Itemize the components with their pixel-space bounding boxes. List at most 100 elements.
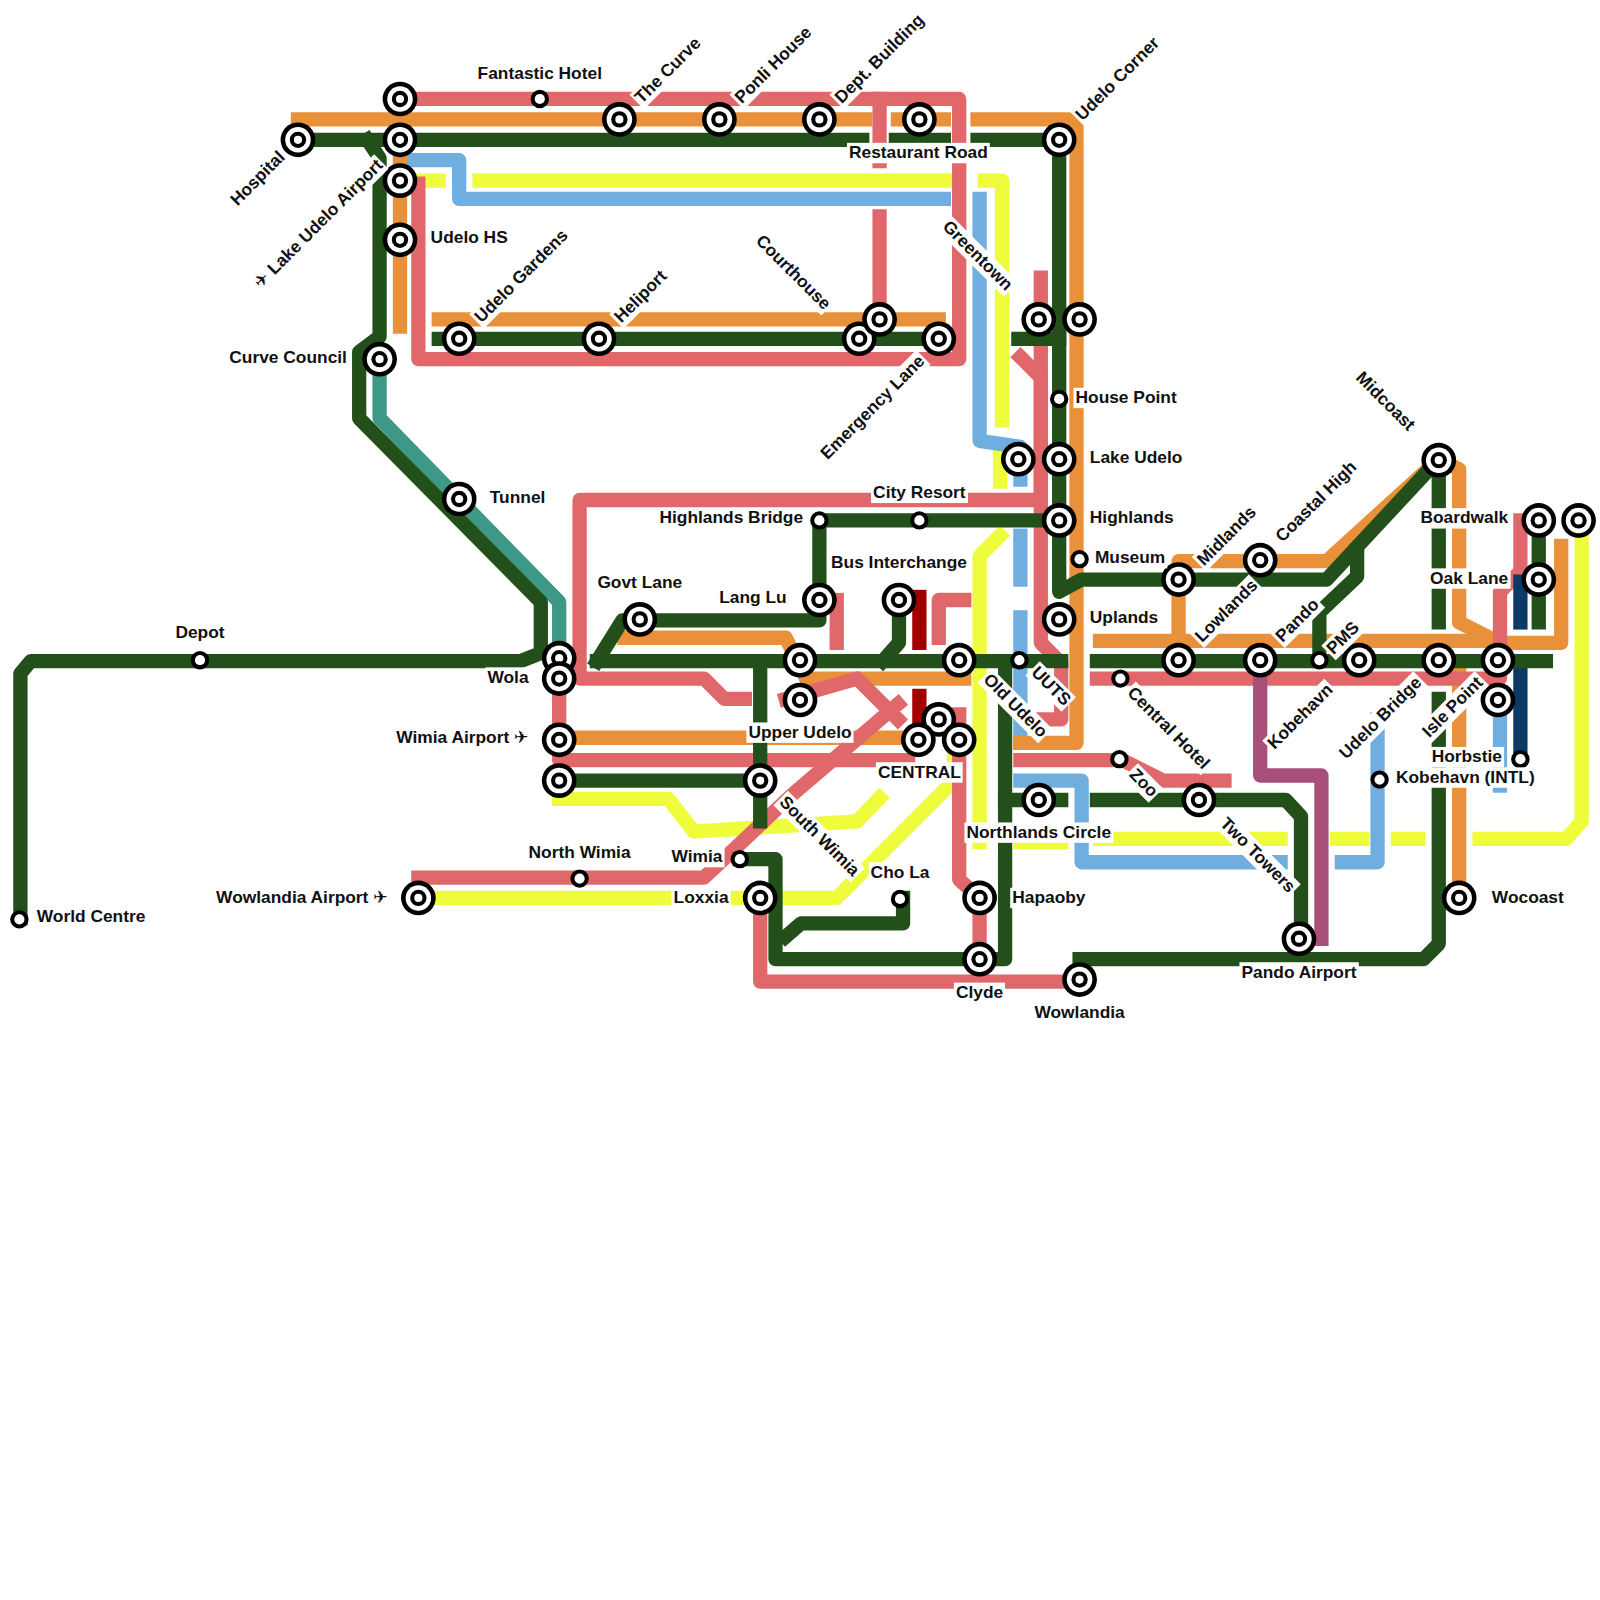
station <box>921 321 956 356</box>
station-label: Cho La <box>869 862 932 882</box>
station <box>783 683 818 718</box>
station-label: Pando Airport <box>1239 962 1358 982</box>
station <box>901 722 936 757</box>
station <box>1282 921 1317 956</box>
station-markers <box>10 82 1596 997</box>
station-label: Wimia <box>669 847 724 867</box>
station <box>10 910 28 928</box>
station-label: Boardwalk <box>1418 508 1510 528</box>
station-label: Wocoast <box>1490 888 1566 908</box>
route <box>559 798 879 832</box>
station <box>810 511 828 529</box>
station-label: Kobehavn (INTL) <box>1394 767 1537 787</box>
station-label: South Wimia <box>773 791 864 882</box>
station <box>1511 750 1529 768</box>
station <box>442 321 477 356</box>
station-label: Emergency Lane <box>815 350 930 465</box>
station <box>1421 643 1456 678</box>
station <box>362 342 397 377</box>
station <box>731 850 749 868</box>
station <box>1070 550 1088 568</box>
route <box>978 140 1439 623</box>
station <box>1561 503 1596 538</box>
station <box>783 643 818 678</box>
station <box>1182 783 1217 818</box>
station <box>743 763 778 798</box>
station <box>1062 302 1097 337</box>
route <box>597 654 1061 668</box>
station <box>962 942 997 977</box>
station-label: Hospital <box>225 146 291 212</box>
station-label: House Point <box>1073 388 1178 408</box>
blue-line <box>400 160 1500 862</box>
station-label: Govt Lane <box>595 572 684 592</box>
red-line <box>400 99 1520 982</box>
station <box>802 102 837 137</box>
station-label: Uplands <box>1088 608 1161 628</box>
station <box>1243 643 1278 678</box>
route <box>559 773 760 787</box>
station <box>1161 643 1196 678</box>
station-label: Udelo HS <box>429 228 510 248</box>
station-label: Highlands <box>1088 508 1176 528</box>
station-label: City Resort <box>871 483 968 503</box>
station <box>902 102 937 137</box>
station <box>602 102 637 137</box>
station-label: World Centre <box>35 907 148 927</box>
station <box>1042 442 1077 477</box>
station <box>1010 651 1028 669</box>
station-label: Courthouse <box>750 230 836 316</box>
station-label: Bus Interchange <box>829 553 969 573</box>
route <box>1097 800 1301 939</box>
station <box>570 869 588 887</box>
station <box>802 583 837 618</box>
station <box>622 602 657 637</box>
route <box>20 140 540 919</box>
station <box>862 302 897 337</box>
station-label: UUTS <box>1025 661 1076 712</box>
station <box>702 102 737 137</box>
station <box>1111 669 1129 687</box>
route <box>480 173 949 187</box>
station <box>1050 390 1068 408</box>
station <box>1370 770 1388 788</box>
route <box>1398 832 1418 846</box>
green-line <box>20 140 1545 959</box>
station <box>281 122 316 157</box>
station <box>1001 442 1036 477</box>
station <box>1442 881 1477 916</box>
station <box>1062 962 1097 997</box>
route <box>1337 832 1363 846</box>
orange-line <box>298 119 1561 898</box>
station <box>882 583 917 618</box>
station <box>743 881 778 916</box>
route <box>298 112 865 126</box>
station <box>1481 643 1516 678</box>
route <box>380 357 560 653</box>
station-label: Loxxia <box>672 888 731 908</box>
route-group <box>20 99 1581 982</box>
station-label: Kobehavn <box>1262 678 1339 755</box>
station-label: CENTRAL <box>876 762 963 782</box>
station-label: Wola <box>485 667 530 687</box>
station <box>531 90 549 108</box>
route <box>740 661 1005 959</box>
station <box>1042 503 1077 538</box>
route <box>786 898 903 937</box>
station <box>1042 122 1077 157</box>
station <box>401 881 436 916</box>
route <box>760 898 1079 982</box>
route <box>1513 673 1527 757</box>
station <box>383 122 418 157</box>
station-label: Wowlandia Airport ✈ <box>214 888 390 908</box>
station <box>891 890 909 908</box>
route <box>400 160 944 199</box>
station-label: Lake Udelo <box>1088 448 1185 468</box>
station-label: Fantastic Hotel <box>476 63 604 83</box>
station-label: Restaurant Road <box>847 143 990 163</box>
station-label: Horbstie <box>1430 747 1504 767</box>
route <box>939 600 965 638</box>
station-label: Upper Udelo <box>746 722 853 742</box>
station <box>942 722 977 757</box>
